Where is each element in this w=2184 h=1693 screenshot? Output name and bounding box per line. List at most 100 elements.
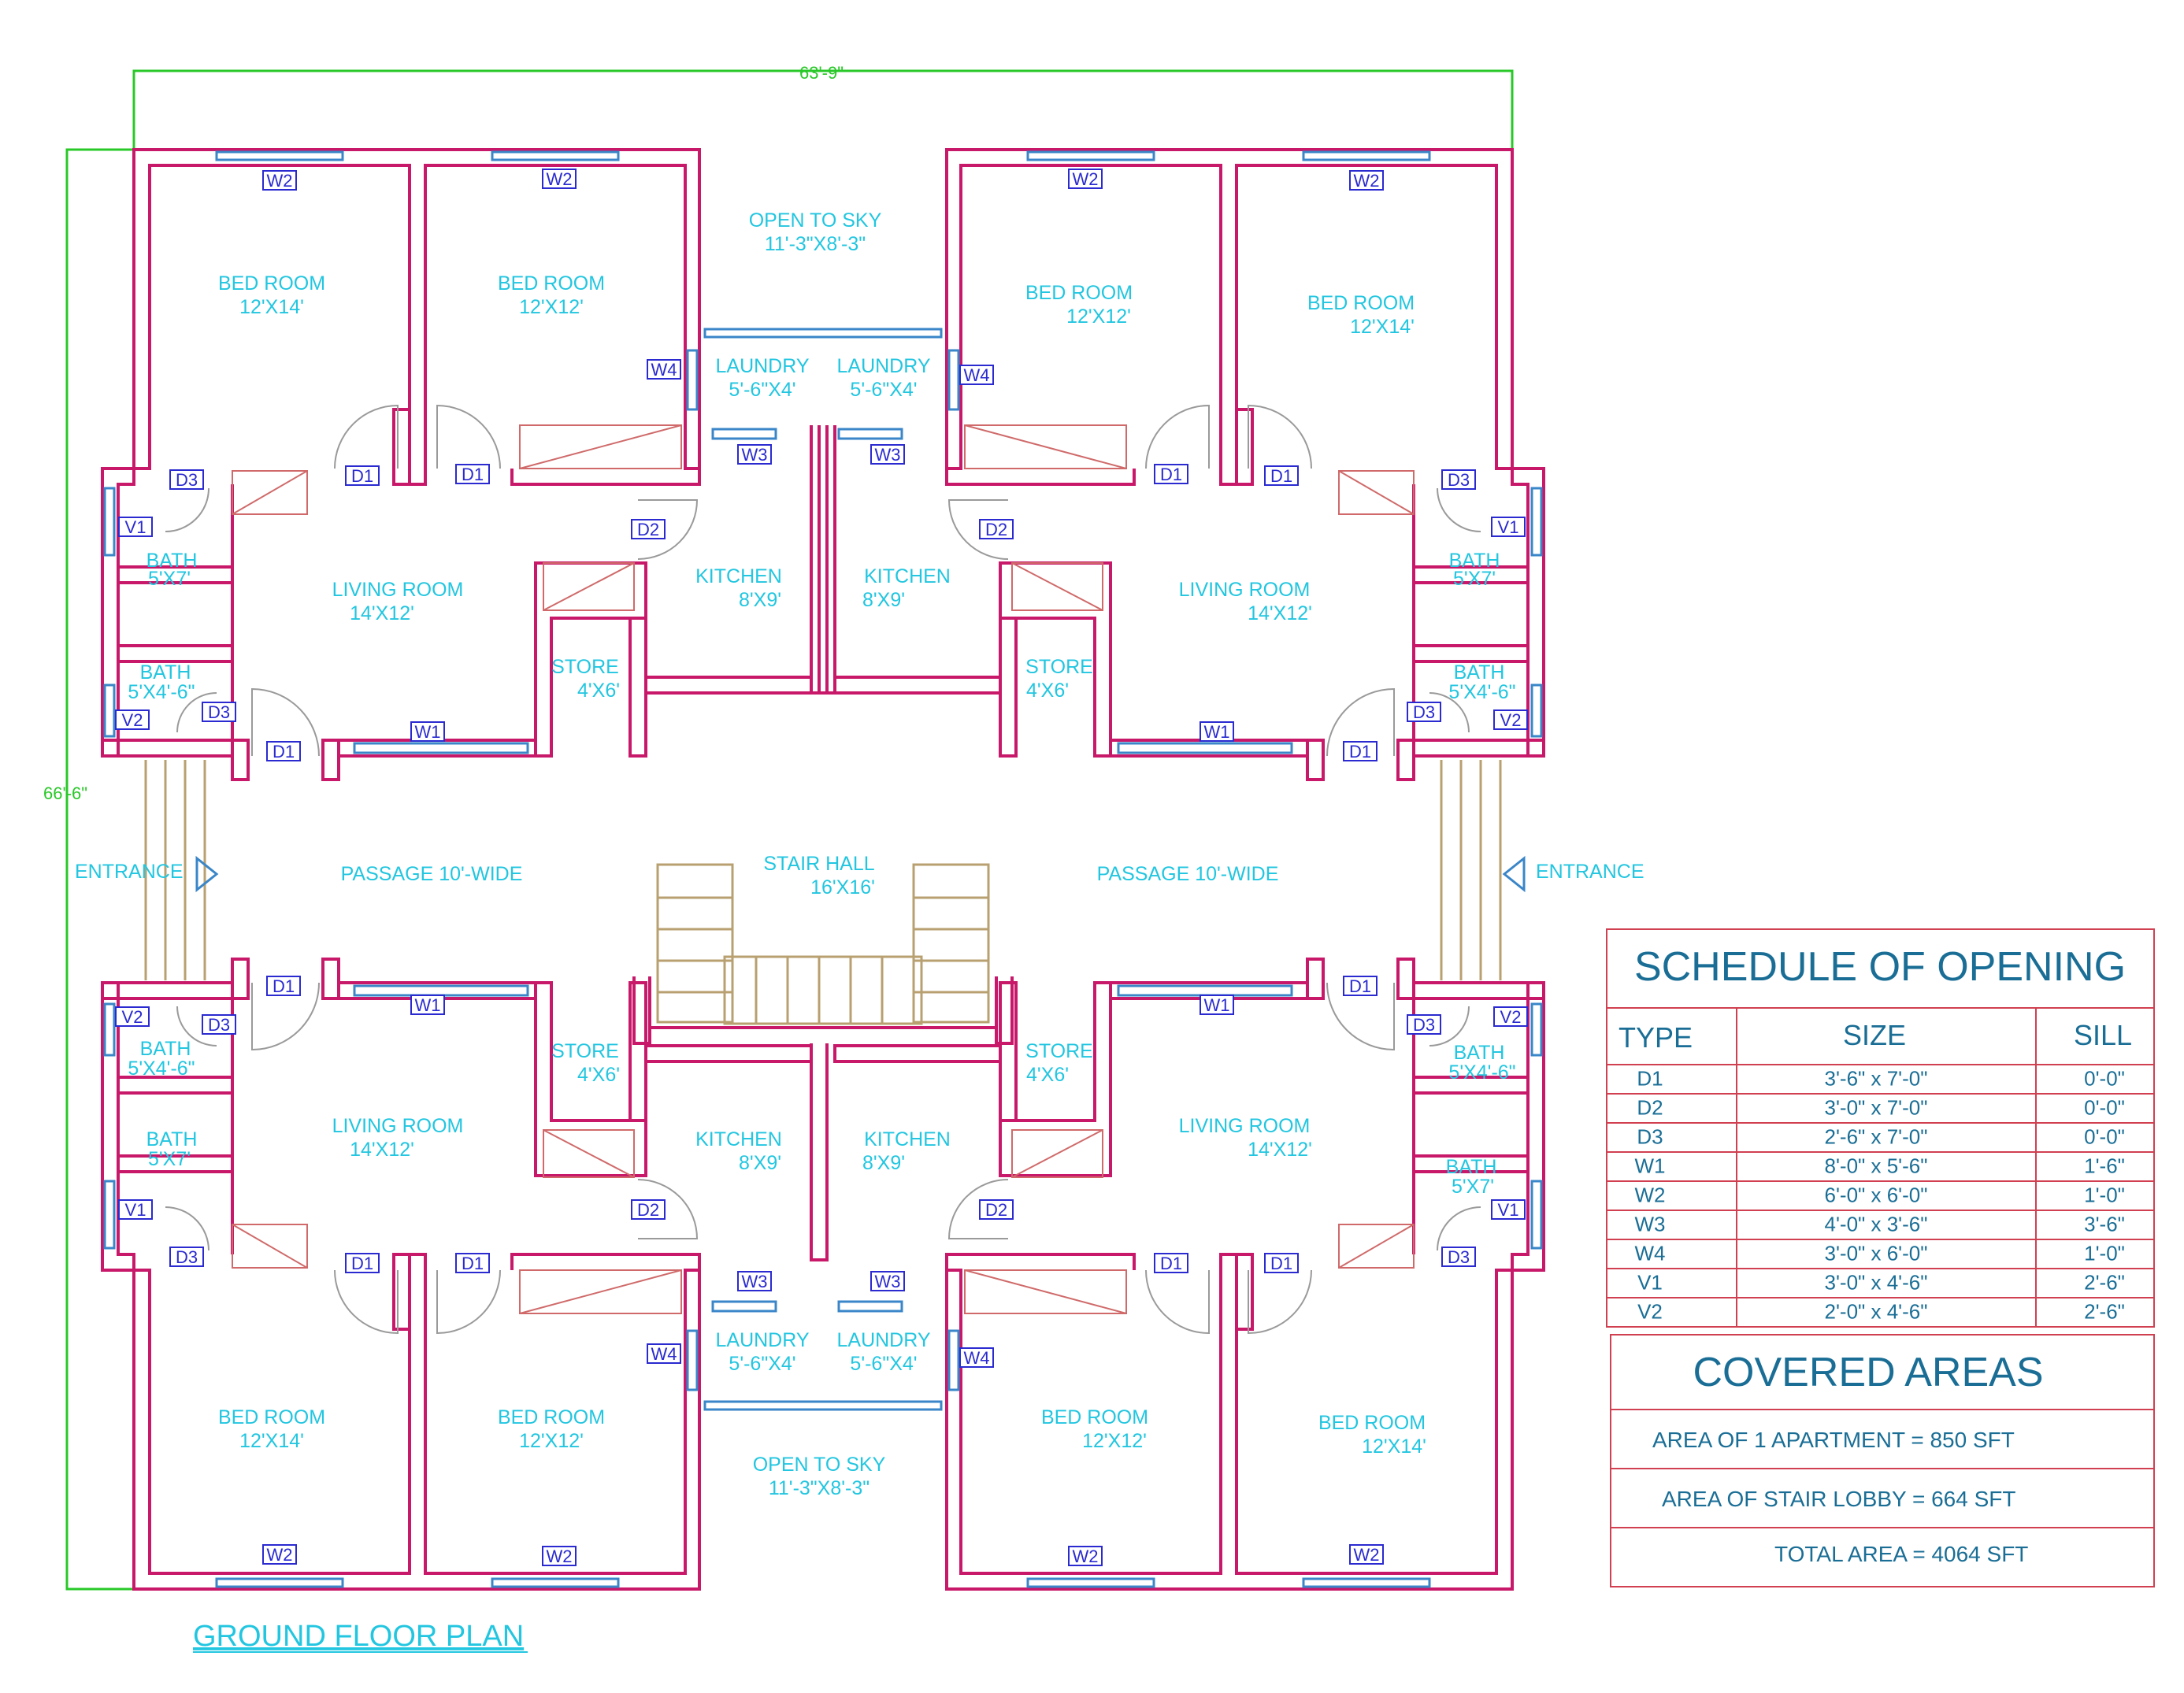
tag-w3: W3 [737, 444, 772, 465]
svg-text:D2: D2 [637, 1200, 659, 1220]
svg-text:W3: W3 [742, 1272, 768, 1291]
room-size: 14'X12' [1248, 1139, 1312, 1161]
room-size: 5'X7' [1452, 1176, 1494, 1198]
stair-flights [656, 863, 990, 1025]
svg-text:W4: W4 [651, 360, 677, 380]
svg-text:D3: D3 [1413, 702, 1435, 722]
schedule-row-lines [1607, 1093, 2154, 1298]
room-size: 5'X7' [1453, 568, 1496, 590]
svg-text:W4: W4 [964, 365, 990, 385]
schedule-cell-type: D3 [1637, 1125, 1663, 1149]
room-name: LAUNDRY [715, 1329, 809, 1351]
schedule-cell-type: W1 [1635, 1154, 1666, 1178]
room-labels: BED ROOM 12'X14' BED ROOM 12'X12' BED RO… [75, 209, 1644, 1499]
room-name: LIVING ROOM [1179, 579, 1311, 601]
room-name: LIVING ROOM [332, 579, 464, 601]
svg-text:D3: D3 [176, 1247, 198, 1267]
tag-w2: W2 [542, 169, 577, 189]
tag-d2: D2 [631, 519, 666, 539]
areas-title: COVERED AREAS [1693, 1350, 2043, 1395]
room-size: 8'X9' [862, 589, 905, 611]
tag-v2: V2 [115, 709, 150, 730]
svg-text:W1: W1 [415, 722, 441, 742]
room-size: 4'X6' [1026, 1064, 1069, 1086]
room-name: LIVING ROOM [1179, 1115, 1311, 1137]
stair-hall-walls [632, 976, 1014, 1261]
tag-v1: V1 [1491, 517, 1526, 537]
svg-text:W2: W2 [547, 169, 573, 189]
schedule-cell-size: 8'-0" x 5'-6" [1825, 1154, 1928, 1178]
schedule-cell-sill: 1'-6" [2084, 1154, 2125, 1178]
schedule-cell-size: 3'-0" x 7'-0" [1825, 1096, 1928, 1120]
tag-w2: W2 [1349, 170, 1384, 191]
tag-w2: W2 [542, 1546, 577, 1566]
room-name: BATH [1454, 1042, 1505, 1064]
room-name: LAUNDRY [836, 1329, 930, 1351]
tag-d3: D3 [1407, 702, 1441, 722]
svg-text:V2: V2 [1500, 1007, 1522, 1027]
area-stair-lobby: AREA OF STAIR LOBBY = 664 SFT [1662, 1487, 2015, 1511]
schedule-cell-sill: 3'-6" [2084, 1213, 2125, 1236]
room-name: BED ROOM [1318, 1412, 1426, 1434]
room-size: 14'X12' [350, 1139, 414, 1161]
tag-w3: W3 [870, 444, 905, 465]
svg-text:W1: W1 [415, 995, 441, 1015]
tag-v1: V1 [118, 517, 153, 537]
height-dimension: 66'-6" [43, 784, 87, 803]
tag-d1: D1 [455, 1253, 490, 1273]
width-dimension: 63'-9" [799, 63, 844, 83]
tag-v1: V1 [1491, 1199, 1526, 1220]
svg-text:V1: V1 [1498, 1200, 1519, 1220]
svg-text:D1: D1 [1160, 1254, 1182, 1273]
svg-text:W2: W2 [1073, 169, 1099, 189]
schedule-cell-sill: 2'-6" [2084, 1271, 2125, 1295]
room-name: BED ROOM [218, 272, 325, 295]
room-name: LAUNDRY [836, 355, 930, 377]
schedule-cell-type: W4 [1635, 1242, 1666, 1265]
room-size: 12'X14' [239, 1430, 304, 1452]
svg-text:W2: W2 [547, 1547, 573, 1566]
svg-text:D1: D1 [1160, 465, 1182, 484]
room-size: 5'X4'-6" [128, 1058, 195, 1080]
svg-text:D3: D3 [208, 702, 230, 722]
svg-text:V2: V2 [122, 1007, 143, 1027]
room-name: STORE [551, 656, 619, 678]
tag-d1: D1 [266, 741, 301, 761]
tag-w4: W4 [647, 1343, 681, 1364]
schedule-cell-sill: 0'-0" [2084, 1125, 2125, 1149]
tag-v2: V2 [115, 1006, 150, 1027]
apartment-bottom-right-walls [833, 958, 1545, 1591]
tag-w4: W4 [959, 365, 994, 385]
room-name: KITCHEN [695, 1128, 782, 1150]
room-name: KITCHEN [864, 565, 951, 587]
svg-text:D1: D1 [1349, 742, 1371, 761]
room-size: 5'X4'-6" [128, 681, 195, 703]
svg-text:V1: V1 [125, 517, 146, 537]
schedule-cell-type: D2 [1637, 1096, 1663, 1120]
passage-label: PASSAGE 10'-WIDE [1097, 863, 1279, 885]
svg-text:D1: D1 [462, 1254, 484, 1273]
svg-text:W4: W4 [651, 1344, 677, 1364]
tag-d1: D1 [1264, 465, 1299, 486]
tag-d1: D1 [1264, 1253, 1299, 1273]
room-name: BED ROOM [498, 272, 605, 295]
svg-text:W2: W2 [1354, 1545, 1380, 1565]
tag-d3: D3 [1441, 469, 1476, 490]
room-name: BATH [1449, 550, 1500, 572]
tag-w2: W2 [262, 1544, 297, 1565]
svg-text:D3: D3 [1448, 470, 1470, 490]
svg-text:W4: W4 [964, 1348, 990, 1368]
schedule-cell-sill: 2'-6" [2084, 1300, 2125, 1324]
schedule-cell-size: 3'-0" x 4'-6" [1825, 1271, 1928, 1295]
tag-d1: D1 [345, 465, 380, 486]
svg-text:V1: V1 [1498, 517, 1519, 537]
room-name: BED ROOM [1025, 282, 1133, 304]
room-name: STAIR HALL [763, 853, 874, 875]
room-size: 12'X14' [1362, 1436, 1426, 1458]
schedule-cell-size: 4'-0" x 3'-6" [1825, 1213, 1928, 1236]
room-size: 5'X7' [148, 1148, 191, 1170]
room-size: 16'X16' [810, 876, 875, 898]
room-size: 8'X9' [862, 1152, 905, 1174]
tag-w1: W1 [410, 995, 445, 1015]
svg-text:V2: V2 [1500, 710, 1522, 730]
